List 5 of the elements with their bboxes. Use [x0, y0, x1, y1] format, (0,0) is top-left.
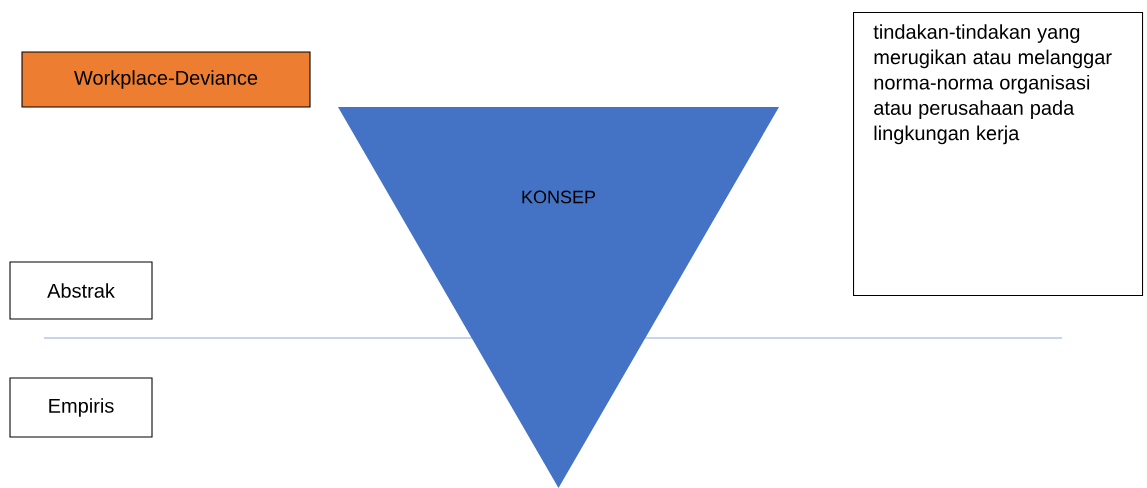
text-box: tindakan-tindakan yang merugikan atau melanggar norma-norma organisasi atau perusahaan pada lingkungan kerja [853, 12, 1144, 297]
text-box: Workplace-Deviance [21, 51, 311, 108]
text-box: Abstrak [9, 261, 153, 320]
text-box: Empiris [9, 377, 153, 438]
triangle: KONSEP [338, 107, 779, 488]
